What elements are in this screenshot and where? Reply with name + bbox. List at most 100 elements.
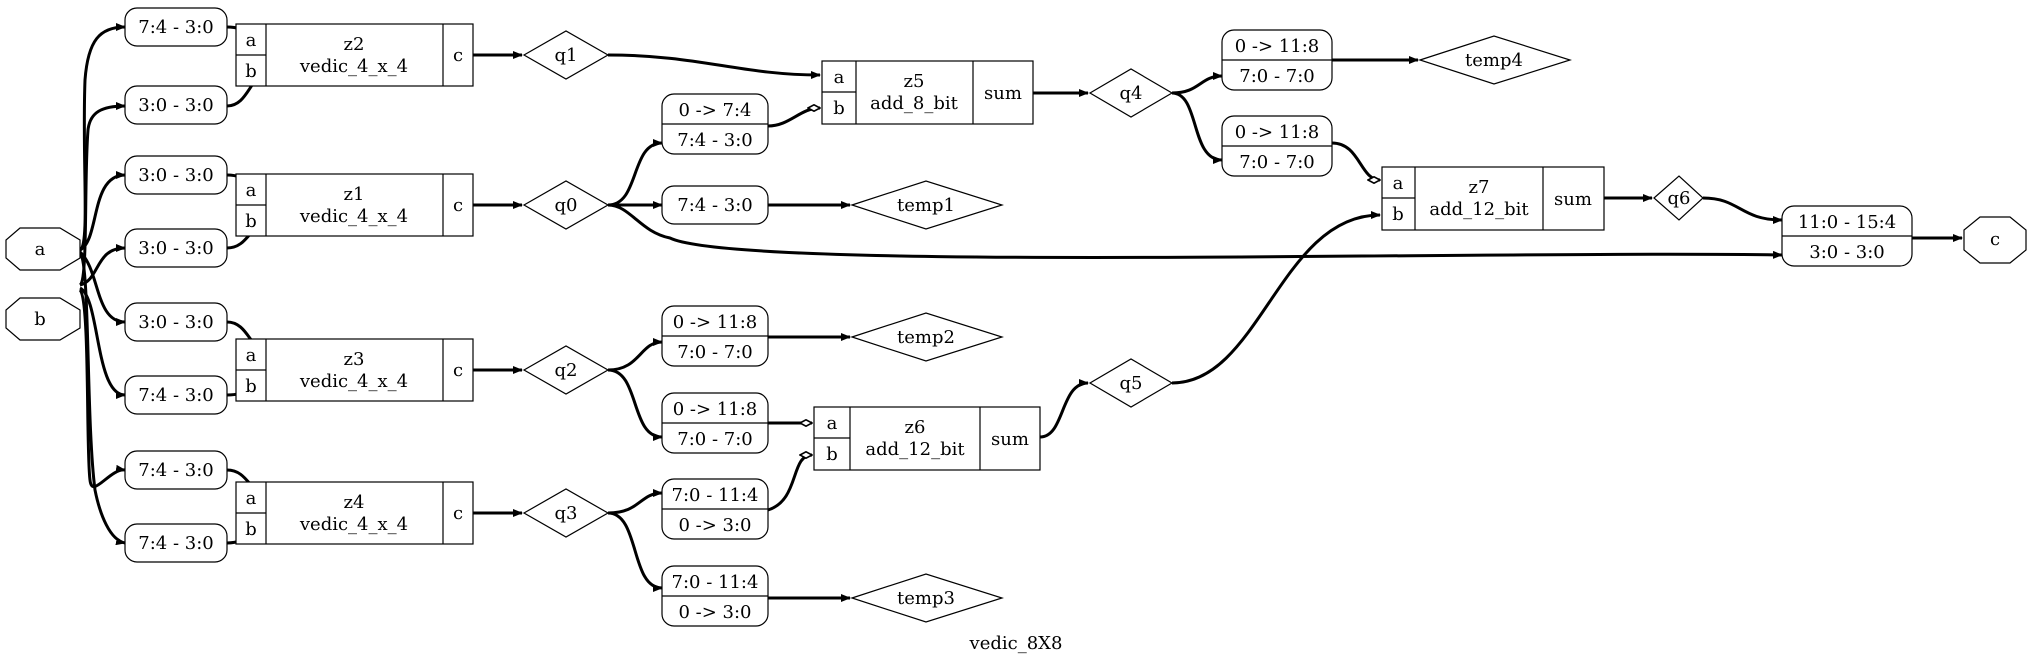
svg-text:temp2: temp2 [897, 327, 955, 348]
svg-text:7:0 - 7:0: 7:0 - 7:0 [677, 429, 752, 450]
slice-b-74-z4: 7:4 - 3:0 [124, 523, 228, 563]
slice-q0-74: 7:4 - 3:0 [661, 185, 769, 225]
wire-q3: q3 [522, 488, 610, 538]
svg-text:b: b [34, 309, 46, 330]
svg-text:b: b [1392, 204, 1404, 225]
concat-q3-to-temp3: 7:0 - 11:4 0 -> 3:0 [661, 565, 769, 627]
svg-text:sum: sum [1554, 189, 1592, 210]
svg-text:7:4 - 3:0: 7:4 - 3:0 [138, 460, 213, 481]
wire-q4: q4 [1088, 68, 1174, 118]
svg-text:q0: q0 [555, 195, 578, 216]
wire-temp4: temp4 [1418, 35, 1572, 85]
cell-z1: a b z1 vedic_4_x_4 c [235, 173, 474, 237]
svg-text:3:0 - 3:0: 3:0 - 3:0 [138, 165, 213, 186]
svg-text:a: a [246, 345, 257, 366]
svg-text:0 -> 11:8: 0 -> 11:8 [673, 399, 757, 420]
svg-text:a: a [246, 488, 257, 509]
svg-text:q3: q3 [555, 503, 578, 524]
svg-text:c: c [453, 195, 463, 216]
slice-a-74-top: 7:4 - 3:0 [124, 7, 228, 47]
slice-a-74-z4: 7:4 - 3:0 [124, 450, 228, 490]
cell-z5: a b z5 add_8_bit sum [821, 60, 1034, 125]
svg-text:q2: q2 [555, 360, 578, 381]
wire-temp1: temp1 [850, 180, 1004, 230]
concat-q2-to-temp2: 0 -> 11:8 7:0 - 7:0 [661, 305, 769, 367]
svg-text:3:0 - 3:0: 3:0 - 3:0 [138, 95, 213, 116]
svg-text:b: b [245, 211, 257, 232]
svg-text:a: a [35, 239, 46, 260]
svg-text:q4: q4 [1120, 83, 1143, 104]
svg-text:q5: q5 [1120, 373, 1143, 394]
svg-text:z5: z5 [904, 71, 925, 92]
cell-z2: a b z2 vedic_4_x_4 c [235, 23, 474, 87]
wire-q0: q0 [522, 180, 610, 230]
svg-text:q6: q6 [1668, 188, 1691, 209]
svg-text:11:0 - 15:4: 11:0 - 15:4 [1798, 212, 1896, 233]
svg-text:a: a [1393, 173, 1404, 194]
svg-text:vedic_4_x_4: vedic_4_x_4 [299, 56, 408, 77]
input-port-b: b [5, 297, 81, 341]
svg-text:z4: z4 [344, 492, 365, 513]
slice-boxes: 7:4 - 3:0 3:0 - 3:0 3:0 - 3:0 3:0 - 3:0 … [124, 7, 769, 563]
svg-text:7:0 - 11:4: 7:0 - 11:4 [672, 572, 759, 593]
svg-text:c: c [1990, 229, 2000, 250]
concat-q2-to-z6: 0 -> 11:8 7:0 - 7:0 [661, 392, 769, 454]
svg-text:z1: z1 [344, 184, 365, 205]
svg-text:0 -> 11:8: 0 -> 11:8 [673, 312, 757, 333]
svg-text:7:0 - 7:0: 7:0 - 7:0 [1239, 152, 1314, 173]
svg-text:vedic_4_x_4: vedic_4_x_4 [299, 206, 408, 227]
svg-text:z7: z7 [1469, 177, 1490, 198]
concat-q3-to-z6: 7:0 - 11:4 0 -> 3:0 [661, 478, 769, 540]
slice-b-74-z3: 7:4 - 3:0 [124, 375, 228, 415]
svg-text:b: b [245, 519, 257, 540]
diagram-title: vedic_8X8 [969, 633, 1063, 654]
svg-text:0 -> 3:0: 0 -> 3:0 [678, 515, 751, 536]
svg-text:a: a [834, 67, 845, 88]
svg-text:b: b [245, 376, 257, 397]
svg-text:add_12_bit: add_12_bit [865, 439, 965, 460]
concat-q4-to-temp4: 0 -> 11:8 7:0 - 7:0 [1221, 29, 1333, 91]
svg-text:c: c [453, 45, 463, 66]
svg-text:0 -> 11:8: 0 -> 11:8 [1235, 36, 1319, 57]
input-port-a: a [5, 227, 81, 271]
slice-a-30-z1: 3:0 - 3:0 [124, 155, 228, 195]
concat-q0-to-z5: 0 -> 7:4 7:4 - 3:0 [661, 93, 769, 155]
wire-q2: q2 [522, 345, 610, 395]
svg-text:temp1: temp1 [897, 195, 955, 216]
svg-text:add_12_bit: add_12_bit [1429, 199, 1529, 220]
concat-q4-to-z7: 0 -> 11:8 7:0 - 7:0 [1221, 115, 1333, 177]
svg-text:7:4 - 3:0: 7:4 - 3:0 [677, 130, 752, 151]
svg-text:0 -> 7:4: 0 -> 7:4 [678, 100, 751, 121]
svg-text:0 -> 11:8: 0 -> 11:8 [1235, 122, 1319, 143]
svg-text:c: c [453, 360, 463, 381]
svg-text:q1: q1 [555, 45, 578, 66]
svg-text:b: b [245, 61, 257, 82]
slice-a-30-z3: 3:0 - 3:0 [124, 302, 228, 342]
svg-text:temp4: temp4 [1465, 50, 1523, 71]
concat-output-c: 11:0 - 15:4 3:0 - 3:0 [1781, 205, 1913, 267]
svg-text:7:0 - 11:4: 7:0 - 11:4 [672, 485, 759, 506]
slice-b-30-z1: 3:0 - 3:0 [124, 228, 228, 268]
svg-text:temp3: temp3 [897, 588, 955, 609]
svg-text:z2: z2 [344, 34, 365, 55]
svg-text:add_8_bit: add_8_bit [870, 93, 959, 114]
svg-text:7:4 - 3:0: 7:4 - 3:0 [138, 17, 213, 38]
svg-text:7:4 - 3:0: 7:4 - 3:0 [138, 533, 213, 554]
svg-text:sum: sum [991, 429, 1029, 450]
svg-text:3:0 - 3:0: 3:0 - 3:0 [138, 312, 213, 333]
svg-text:a: a [246, 30, 257, 51]
svg-text:0 -> 3:0: 0 -> 3:0 [678, 602, 751, 623]
svg-text:7:0 - 7:0: 7:0 - 7:0 [677, 342, 752, 363]
concat-boxes: 0 -> 7:4 7:4 - 3:0 0 -> 11:8 7:0 - 7:0 0… [661, 29, 1913, 627]
slice-b-30-top: 3:0 - 3:0 [124, 85, 228, 125]
wire-temp2: temp2 [850, 312, 1004, 362]
cell-z7: a b z7 add_12_bit sum [1381, 166, 1605, 231]
wire-temp3: temp3 [850, 573, 1004, 623]
svg-text:c: c [453, 503, 463, 524]
svg-text:7:4 - 3:0: 7:4 - 3:0 [138, 385, 213, 406]
wire-q6: q6 [1653, 175, 1704, 221]
svg-text:sum: sum [984, 83, 1022, 104]
svg-text:vedic_4_x_4: vedic_4_x_4 [299, 371, 408, 392]
